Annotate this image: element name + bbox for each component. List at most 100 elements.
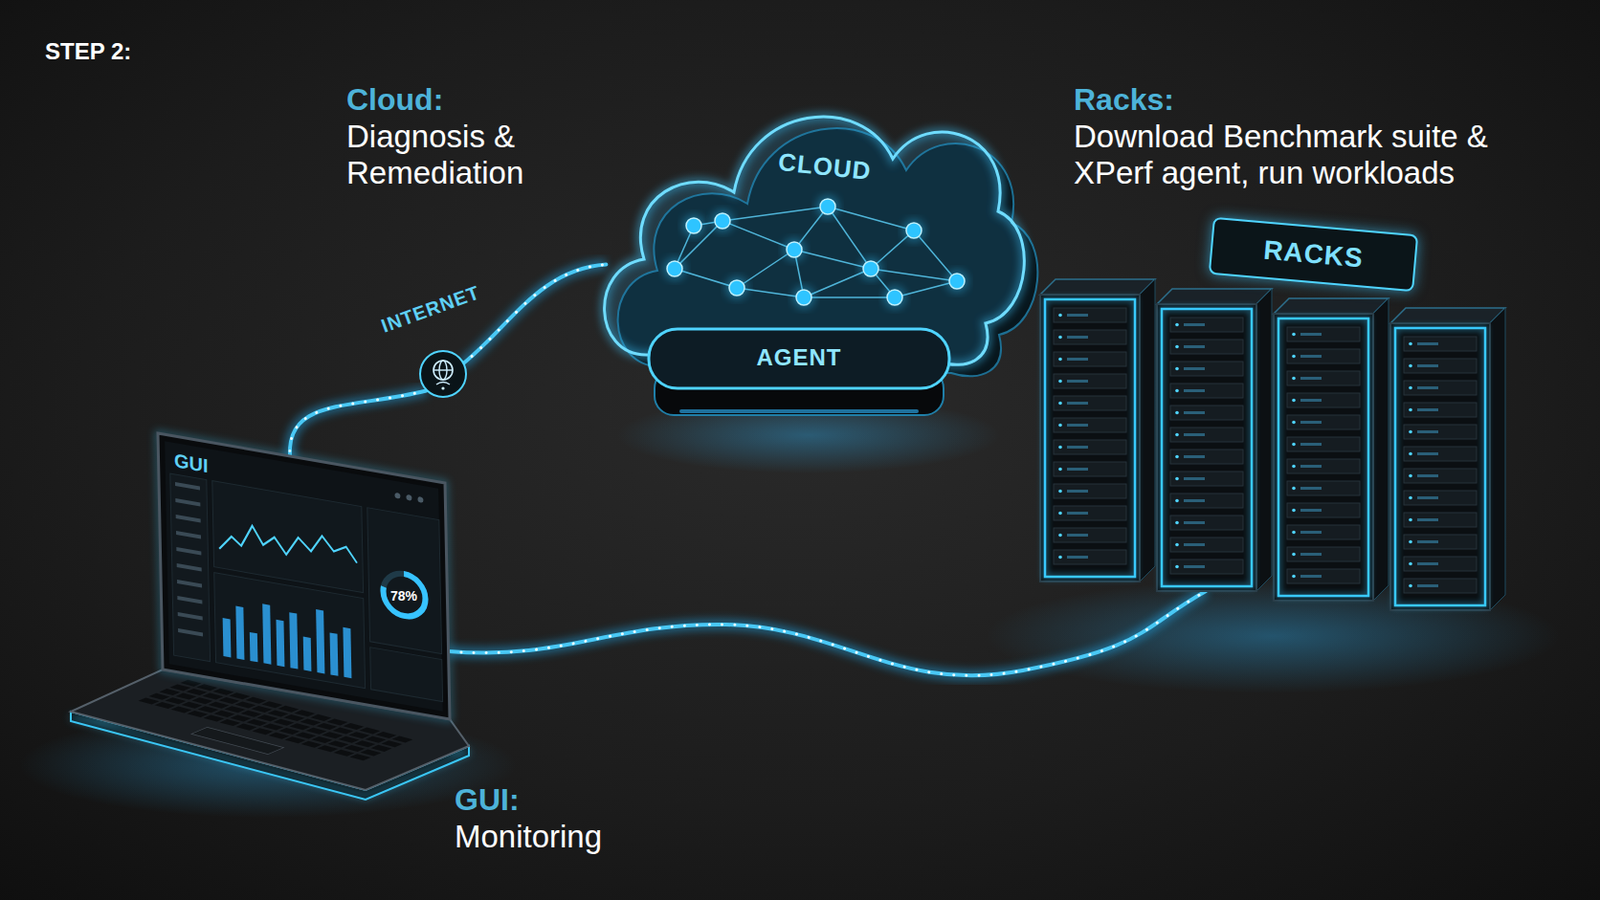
illustration-part [230,714,252,722]
illustration-part [1058,533,1063,538]
illustration-part [219,518,358,574]
illustration-part [1053,374,1127,389]
section-description: Monitoring [454,819,602,856]
illustration-part [1417,364,1439,368]
illustration-part [1278,318,1369,597]
illustration-part [350,754,372,761]
illustration-part [181,702,203,710]
illustration-part [1417,562,1439,566]
illustration-part [191,727,285,755]
illustration-part [1417,342,1439,346]
illustration-part [202,692,224,700]
connector-glow [448,591,1206,676]
illustration-part [1175,499,1179,504]
illustration-part [792,286,816,310]
illustration-part [203,715,225,723]
illustration-part [949,273,965,289]
illustration-part [316,723,338,731]
illustration-part [359,727,381,734]
globe-icon [419,350,467,399]
illustration-part [235,701,257,709]
illustration-part [1417,408,1439,412]
illustration-part [1183,323,1205,327]
illustration-part [1403,424,1477,440]
illustration-part [1417,518,1439,522]
illustration-part [1300,421,1322,424]
illustration-part [1273,313,1374,601]
illustration-part [1300,553,1322,556]
illustration-part [278,706,300,713]
illustration-part [604,116,1025,365]
illustration-part [1183,455,1205,459]
racks-title: RACKS [1261,223,1366,287]
illustration-part [1403,468,1477,484]
illustration-part [1390,308,1506,324]
illustration-part [159,688,181,696]
illustration-part [827,206,914,231]
illustration-part [176,531,201,539]
illustration-part [371,745,393,753]
illustration-part [1408,562,1413,567]
illustration-part [229,692,251,700]
illustration-part [288,612,298,669]
illustration-part [1408,584,1413,589]
illustration-part [157,433,450,720]
text-slot: Download Benchmark suite & XPerf agent, … [1073,118,1572,192]
illustration-part [1403,556,1477,572]
illustration-part [1287,459,1360,474]
illustration-part [433,360,453,380]
illustration-part [1291,333,1296,337]
illustration-part [1058,313,1063,318]
illustration-part [1170,339,1244,355]
illustration-part [273,719,295,727]
illustration-part [177,612,203,621]
connector-lights [462,265,606,365]
illustration-part [1170,559,1244,575]
illustration-part [1373,298,1389,601]
illustration-part [1139,279,1156,582]
illustration-part [1489,308,1506,611]
illustration-part [1417,386,1439,390]
illustration-part [796,289,812,306]
connector [448,591,1206,676]
illustration-part [1300,399,1322,402]
illustration-part [417,496,423,504]
illustration-part [279,728,301,735]
illustration-part [222,618,232,658]
illustration-part [1287,481,1360,496]
illustration-part [1287,569,1360,584]
illustration-part [241,711,263,718]
illustration-part [157,433,450,720]
illustration-part [285,736,307,744]
illustration-part [725,276,749,300]
step-title: STEP 2: [44,38,132,66]
illustration-part [1044,299,1135,578]
illustration-part [1395,328,1486,606]
illustration-part [1058,357,1063,362]
illustration-part [235,605,245,660]
illustration-part [170,684,192,691]
illustration-part [177,628,203,637]
illustration-part [333,728,355,735]
illustration-part [1156,288,1272,305]
illustration-part [257,714,279,722]
illustration-part [1278,318,1369,597]
illustration-part [394,492,400,500]
illustration-part [1053,462,1127,477]
illustration-part [1300,465,1322,468]
illustration-part [1053,330,1127,345]
illustration-part [1066,401,1089,405]
illustration-part [1291,399,1296,403]
illustration-part [1066,335,1089,339]
text-slot: Diagnosis & Remediation [346,118,586,192]
illustration-part [1170,515,1244,531]
illustration-part [251,706,273,713]
illustration-part [1408,540,1413,545]
illustration-part [1175,455,1179,460]
illustration-part [300,719,322,727]
illustration-part [1403,402,1477,418]
illustration-part [1403,490,1477,506]
illustration-part [1053,528,1127,543]
text-slot: GUI: [454,782,520,819]
